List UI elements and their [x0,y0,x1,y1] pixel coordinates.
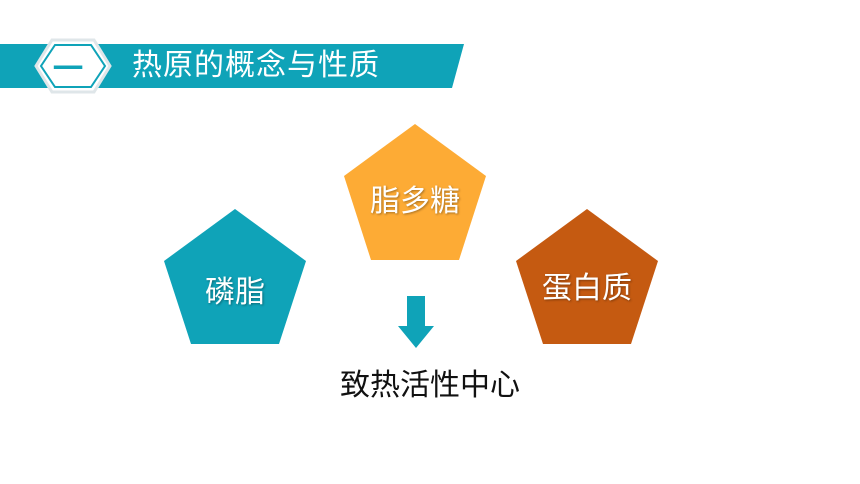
pentagon-top: 脂多糖 [344,124,486,260]
arrow-down-icon [398,296,434,352]
title-bar-background [0,38,464,94]
pentagon-top-label: 脂多糖 [370,184,460,219]
pentagon-left: 磷脂 [164,209,306,344]
pentagon-left-label: 磷脂 [205,275,265,310]
page-title: 热原的概念与性质 [132,48,380,83]
pentagon-right-label: 蛋白质 [542,271,632,306]
active-center-text: 致热活性中心 [340,368,520,403]
title-bar: 一 热原的概念与性质 [0,38,860,94]
pentagon-right: 蛋白质 [516,209,658,344]
section-number: 一 [53,52,83,87]
